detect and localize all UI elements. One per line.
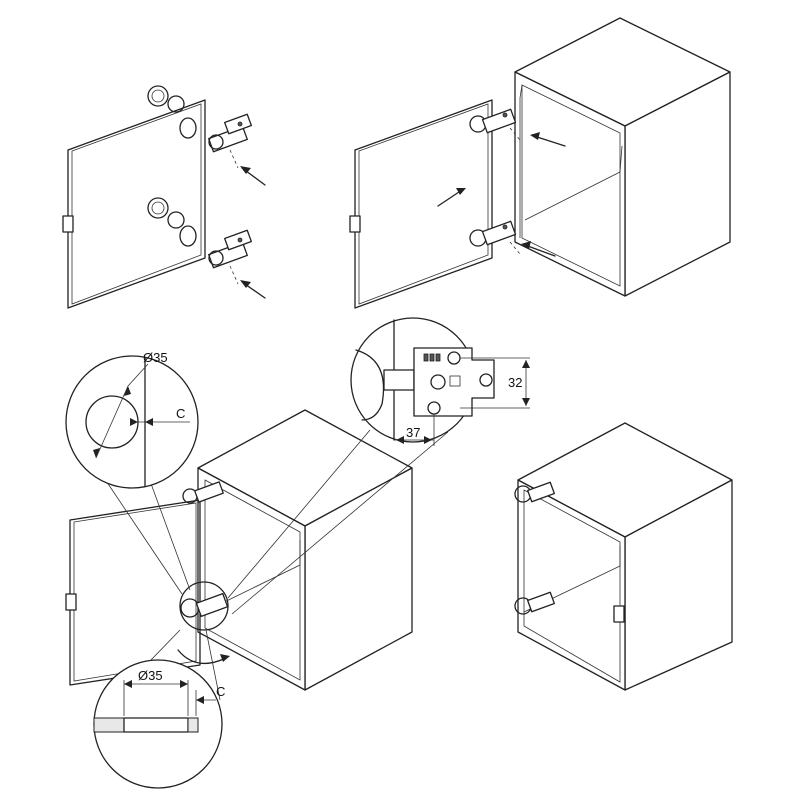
- hinge-icon: [469, 220, 517, 247]
- section-edge-distance-label: C: [216, 684, 225, 699]
- plate-spacing-label: 32: [508, 375, 522, 390]
- step3-mounted-door: [65, 409, 449, 701]
- step4-closed-cabinet: [514, 422, 733, 691]
- hinge-icon: [208, 113, 252, 153]
- step1-door-with-hinges: [62, 85, 266, 309]
- edge-distance-label: C: [176, 406, 185, 421]
- magnifier-cup-hole: Ø35 C: [65, 350, 199, 489]
- magnifier-section-view: Ø35 C: [93, 659, 225, 789]
- section-cup-diameter-label: Ø35: [138, 668, 163, 683]
- hinge-icon: [469, 108, 517, 134]
- cup-diameter-label: Ø35: [143, 350, 168, 365]
- step2-door-and-cabinet: [349, 17, 731, 309]
- magnifier-mounting-plate: 32 37: [350, 317, 530, 446]
- hinge-icon: [208, 229, 252, 269]
- plate-setback-label: 37: [406, 425, 420, 440]
